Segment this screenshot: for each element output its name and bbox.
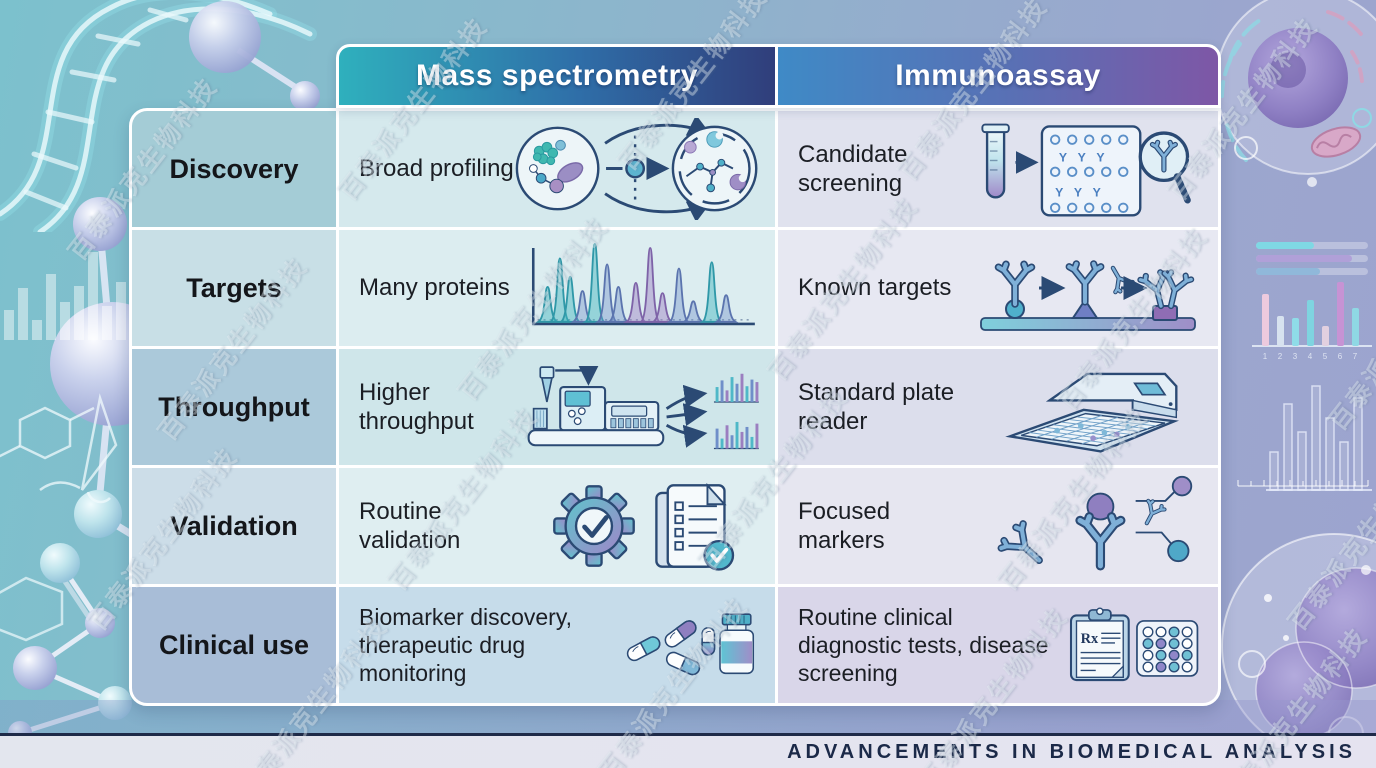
watermark-text: 百泰派克生物科技: [1283, 442, 1376, 637]
mass-spectrum-icon: [531, 242, 755, 326]
pills-and-bottle-icon: [627, 613, 755, 676]
footer-banner: ADVANCEMENTS IN BIOMEDICAL ANALYSIS: [0, 733, 1376, 768]
outline-bar-chart-decoration-right: [1266, 385, 1372, 491]
comparison-table-header: Mass spectrometry Immunoassay: [336, 44, 1221, 108]
cell-discovery-ia: Candidate screening Y Y Y Y Y Y: [778, 111, 1218, 227]
cell-text: Known targets: [798, 274, 952, 302]
row-label-text: Clinical use: [158, 629, 310, 660]
svg-text:Y Y Y: Y Y Y: [1059, 150, 1108, 164]
bar-chart-decoration-right: 1 2 3 4 5 6 7: [1252, 282, 1372, 361]
chemical-structure-decoration-left: [0, 393, 118, 504]
cell-text: Biomarker discovery, therapeutic drug mo…: [359, 603, 573, 687]
cell-text: Broad profiling: [359, 155, 514, 183]
cell-clinical-ms: Biomarker discovery, therapeutic drug mo…: [339, 587, 775, 703]
svg-text:5: 5: [1323, 352, 1328, 361]
cell-validation-ia: Focused markers: [778, 468, 1218, 584]
column-header-immunoassay: Immunoassay: [778, 47, 1218, 105]
svg-text:Y Y Y: Y Y Y: [1055, 185, 1104, 199]
cell-discovery-ms: Broad profiling: [339, 111, 775, 227]
cell-text: Many proteins: [359, 274, 510, 302]
row-label-clinical-use: Clinical use: [132, 587, 336, 703]
cell-validation-ms: Routine validation: [339, 468, 775, 584]
antibody-binding-steps-icon: [980, 238, 1196, 331]
row-label-text: Validation: [170, 510, 298, 541]
row-label-validation: Validation: [132, 468, 336, 584]
cell-text: Candidate screening: [798, 140, 908, 197]
cell-text: Higher throughput: [359, 378, 474, 435]
footer-banner-title: ADVANCEMENTS IN BIOMEDICAL ANALYSIS: [787, 740, 1356, 763]
svg-text:1: 1: [1263, 352, 1268, 361]
column-header-label: Mass spectrometry: [416, 59, 698, 92]
cell-clinical-ia: Routine clinical diagnostic tests, disea…: [778, 587, 1218, 703]
cell-text: Routine validation: [359, 497, 461, 554]
svg-text:4: 4: [1308, 352, 1313, 361]
cell-throughput-ms: Higher throughput: [339, 349, 775, 465]
watermark-text: 百泰派克生物科技: [1323, 242, 1376, 437]
cell-decoration-top-right: [1216, 0, 1376, 187]
lcms-instrument-icon: [527, 365, 759, 450]
cell-text: Standard plate reader: [798, 378, 955, 435]
row-label-discovery: Discovery: [132, 111, 336, 227]
row-label-text: Throughput: [158, 391, 310, 422]
svg-text:7: 7: [1353, 352, 1358, 361]
row-label-throughput: Throughput: [132, 349, 336, 465]
cell-targets-ia: Known targets: [778, 230, 1218, 346]
svg-text:2: 2: [1278, 352, 1283, 361]
progress-bars-decoration-right: [1256, 242, 1368, 275]
svg-text:3: 3: [1293, 352, 1298, 361]
antibody-markers-icon: [982, 475, 1193, 577]
svg-text:Rx: Rx: [1080, 631, 1098, 647]
cell-text: Focused markers: [798, 497, 891, 554]
comparison-table-body: Discovery Broad profiling: [129, 108, 1221, 706]
cell-throughput-ia: Standard plate reader: [778, 349, 1218, 465]
svg-text:6: 6: [1338, 352, 1343, 361]
column-header-mass-spectrometry: Mass spectrometry: [339, 47, 775, 105]
row-label-text: Targets: [186, 272, 282, 303]
rx-clipboard-and-plate-icon: Rx: [1069, 607, 1198, 682]
row-label-text: Discovery: [169, 153, 299, 184]
cell-text: Routine clinical diagnostic tests, disea…: [798, 603, 1049, 687]
tube-plate-magnifier-icon: Y Y Y Y Y Y: [981, 123, 1191, 217]
column-header-label: Immunoassay: [895, 59, 1101, 92]
plate-reader-icon: [1005, 372, 1180, 453]
bar-sketch-decoration-left: [4, 252, 126, 340]
gear-check-and-report-icon: [553, 482, 735, 571]
row-label-targets: Targets: [132, 230, 336, 346]
cell-lysis-to-fragments-icon: [515, 118, 758, 220]
cell-targets-ms: Many proteins: [339, 230, 775, 346]
